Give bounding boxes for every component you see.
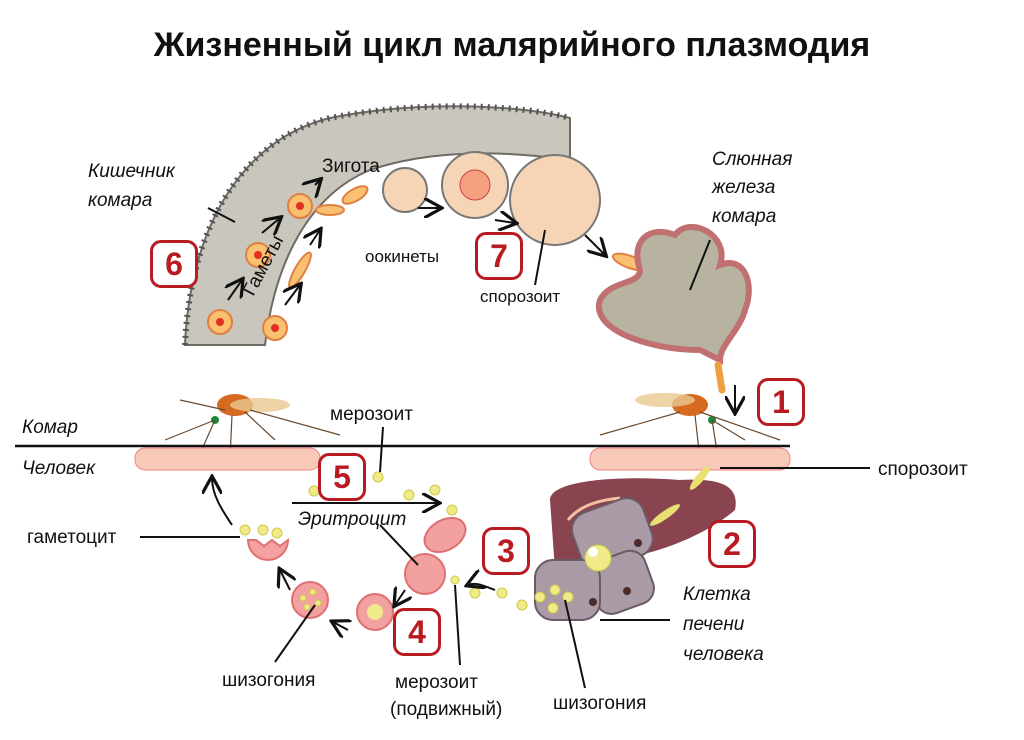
skin-left [134, 447, 321, 471]
salivary-gland [595, 223, 752, 365]
label-schizogony-right: шизогония [553, 693, 647, 714]
label-gametocyte: гаметоцит [27, 527, 117, 548]
label-zygote: Зигота [322, 156, 380, 177]
label-gland-2: железа [712, 177, 776, 198]
label-merozoite-mobile-1: мерозоит [395, 672, 478, 693]
stage-badge-5: 5 [318, 453, 366, 501]
diagram-title: Жизненный цикл малярийного плазмодия [153, 26, 871, 64]
stage-badge-1: 1 [757, 378, 805, 426]
mosquito-gut [182, 103, 601, 346]
label-liver-3: человека [683, 644, 764, 665]
skin-right [589, 447, 791, 471]
stage-badge-3: 3 [482, 527, 530, 575]
label-human: Человек [22, 458, 96, 479]
label-schizogony-left: шизогония [222, 670, 316, 691]
cycle-arrows [212, 478, 496, 630]
stage-badge-6: 6 [150, 240, 198, 288]
merozoites [239, 471, 574, 614]
label-gland-3: комара [712, 206, 777, 227]
gut-arrows [228, 180, 605, 306]
label-gut-1: Кишечник [88, 161, 175, 182]
label-merozoite-mobile-2: (подвижный) [390, 699, 503, 720]
label-mosquito: Комар [22, 417, 78, 438]
stage-badge-2: 2 [708, 520, 756, 568]
gametes-and-zygote [207, 185, 649, 341]
label-liver-1: Клетка [683, 584, 751, 605]
label-ookinetes: оокинеты [365, 247, 440, 266]
label-gland-1: Слюнная [712, 149, 793, 170]
label-erythrocyte: Эритроцит [298, 509, 407, 530]
label-gut-2: комара [88, 190, 153, 211]
label-merozoite: мерозоит [330, 404, 413, 425]
mosquito-right [599, 393, 781, 471]
sporozoites-in-liver [650, 466, 711, 526]
label-sporozoite-right: спорозоит [878, 459, 968, 480]
stage-badge-7: 7 [475, 232, 523, 280]
mosquito-left [164, 394, 341, 466]
stage-badge-4: 4 [393, 608, 441, 656]
label-sporozoite-top: спорозоит [480, 287, 561, 306]
label-liver-2: печени [683, 614, 745, 635]
